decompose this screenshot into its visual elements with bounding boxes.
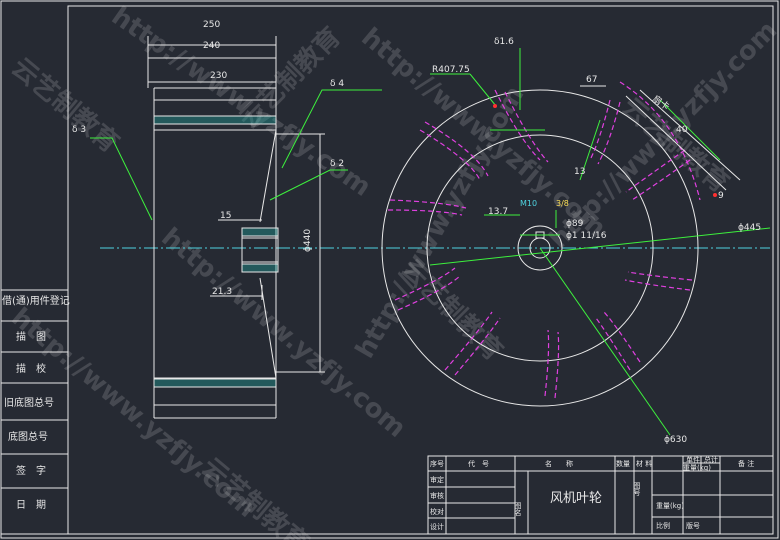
tb-left-label: 审核	[430, 491, 444, 500]
dim-13: 13	[574, 167, 585, 177]
registration-row: 描 图	[16, 330, 46, 343]
registration-panel	[0, 289, 69, 535]
tb-header: 单件	[686, 455, 700, 464]
dim-15: 15	[220, 211, 231, 221]
tb-right-label: 图号	[633, 482, 641, 497]
watermark-url: http://www.yzfjy.com	[350, 81, 530, 363]
front-view-dim-lines	[580, 85, 741, 191]
label-delta4: δ 4	[330, 79, 344, 89]
tb-right-label: 重量(kg)	[656, 502, 684, 510]
tb-left-label: 校对	[430, 507, 444, 516]
front-view-dimensions: R407.75 δ1.6 67 40 13 9 扇卡 13.7 M10 3/8 …	[432, 37, 761, 445]
dim-phi89: ϕ89	[566, 219, 584, 229]
registration-row: 日 期	[16, 499, 46, 511]
label-delta2: δ 2	[330, 159, 344, 169]
dim-m10: M10	[520, 199, 537, 208]
tb-drawing-label: 图名	[514, 502, 522, 517]
dim-3-8: 3/8	[556, 199, 569, 208]
dim-phi445: ϕ445	[738, 223, 761, 233]
blades	[387, 81, 701, 399]
tb-left-label: 设计	[430, 522, 444, 531]
tb-right-label: 比例	[656, 521, 670, 530]
side-view-dimensions: 250 240 230 15 21.3 ϕ440	[203, 20, 313, 297]
side-view-leaders	[90, 89, 382, 221]
tb-header: 序号	[430, 459, 444, 468]
registration-row: 底图总号	[8, 430, 48, 443]
hub-circle	[517, 225, 563, 271]
dim-r407: R407.75	[432, 65, 470, 75]
tb-header: 重量(kg)	[683, 464, 711, 472]
tb-header: 备 注	[738, 459, 754, 468]
registration-header: 借(通)用件登记	[2, 294, 70, 307]
dim-9: 9	[718, 191, 724, 201]
drawing-name: 风机叶轮	[550, 491, 602, 506]
registration-row: 描 校	[16, 362, 46, 375]
watermark-url: http://www.yzfjy.com	[106, 1, 376, 203]
dim-phi1-11-16: ϕ1 11/16	[566, 231, 607, 241]
dim-delta1-6: δ1.6	[494, 37, 514, 47]
watermark-brand: 云艺制教育	[6, 52, 126, 159]
tb-right-label: 版号	[686, 521, 700, 530]
tb-header: 代 号	[468, 459, 489, 468]
tb-left-label: 审定	[430, 475, 444, 484]
marker-dot	[493, 104, 497, 108]
registration-row: 旧底图总号	[4, 396, 54, 409]
front-view	[381, 89, 699, 407]
dim-21-3: 21.3	[212, 287, 232, 297]
dim-240: 240	[203, 41, 220, 51]
dim-67: 67	[586, 75, 597, 85]
outer-circle	[381, 89, 699, 407]
dim-40: 40	[676, 125, 688, 135]
label-delta3: δ 3	[72, 125, 86, 135]
dim-250: 250	[203, 20, 220, 30]
dim-230: 230	[210, 71, 227, 81]
title-block-text: 序号 代 号 名 称 数量 材 料 单件 总计 重量(kg) 备 注 审定 审核…	[430, 455, 754, 531]
tb-header: 总计	[704, 455, 718, 464]
front-view-leaders	[429, 48, 771, 436]
tb-header: 材 料	[636, 459, 652, 468]
dim-phi440: ϕ440	[303, 229, 313, 252]
side-view	[147, 36, 325, 419]
marker-dot	[713, 193, 717, 197]
registration-labels: 借(通)用件登记 描 图 描 校 旧底图总号 底图总号 签 字 日 期	[2, 294, 70, 511]
tb-header: 名 称	[545, 459, 573, 468]
inner-circle	[426, 134, 654, 362]
watermark-layer: http://www.yzfjy.com http://www.yzfjy.co…	[6, 1, 780, 540]
dim-13-7: 13.7	[488, 207, 508, 217]
side-view-labels: δ 3 δ 4 δ 2	[72, 79, 344, 169]
tb-header: 数量	[616, 459, 630, 468]
dim-phi630: ϕ630	[664, 435, 687, 445]
title-block	[427, 455, 774, 535]
registration-row: 签 字	[16, 464, 46, 477]
